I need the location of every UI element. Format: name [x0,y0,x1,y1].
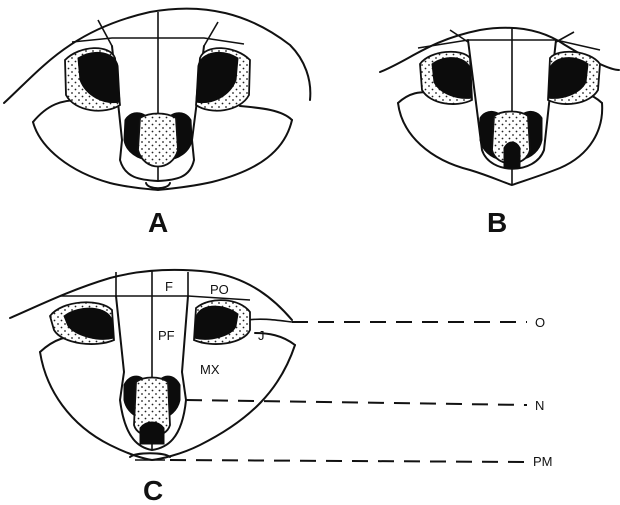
label-jugal: J [258,328,265,343]
label-maxilla: MX [200,362,220,377]
panel-a-skull [4,9,310,190]
guide-label-pm: PM [533,454,553,469]
guide-line-n [186,400,527,405]
label-prefrontal: PF [158,328,175,343]
panel-label-a: A [148,207,168,238]
guide-label-o: O [535,315,545,330]
label-postorbital: PO [210,282,229,297]
panel-label-c: C [143,475,163,505]
guide-line-pm [170,460,527,462]
panel-c-skull [10,270,295,460]
guide-label-n: N [535,398,544,413]
label-frontal: F [165,279,173,294]
panel-label-b: B [487,207,507,238]
panel-b-skull [380,28,619,185]
